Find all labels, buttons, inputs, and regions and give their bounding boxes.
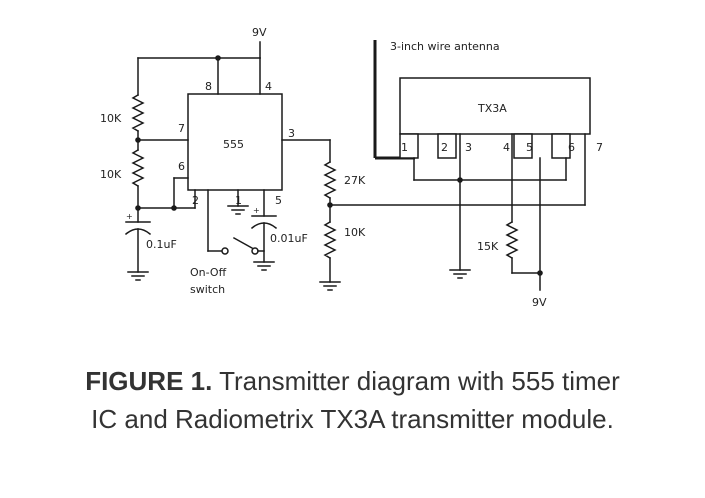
resistor-r4-label: 10K: [344, 226, 366, 239]
switch-label-line2: switch: [190, 283, 225, 296]
tx3a-pin-6: 6: [568, 141, 575, 154]
ic-pin-6: 6: [178, 160, 185, 173]
ic-555-body: [187, 93, 283, 191]
junction-dot: [537, 270, 543, 276]
tx3a-module-body: [399, 77, 591, 135]
tx3a-pin-1-tab: [399, 133, 419, 159]
caption-text-1: Transmitter diagram with 555 timer: [212, 366, 620, 396]
ground-symbol: [127, 271, 149, 281]
ic-555-label: 555: [223, 138, 244, 151]
resistor-r5-label: 15K: [477, 240, 499, 253]
resistor-r5: [505, 220, 519, 260]
switch-contact-left: [221, 247, 229, 255]
tx3a-pin-6-tab: [551, 133, 571, 159]
tx3a-pin-3: 3: [465, 141, 472, 154]
switch-label-line1: On-Off: [190, 266, 227, 279]
switch-contact-right: [251, 247, 259, 255]
ground-symbol: [319, 281, 341, 291]
ic-pin-8: 8: [205, 80, 212, 93]
capacitor-c2-plus: +: [253, 206, 260, 215]
ic-pin-4: 4: [265, 80, 272, 93]
resistor-r4: [323, 220, 337, 260]
tx3a-module-label: TX3A: [477, 102, 507, 115]
capacitor-c2-label: 0.01uF: [270, 232, 308, 245]
ground-symbol: [253, 261, 275, 271]
resistor-r1-label: 10K: [100, 112, 122, 125]
antenna-label: 3-inch wire antenna: [390, 40, 500, 53]
caption-line-2: IC and Radiometrix TX3A transmitter modu…: [91, 404, 614, 434]
supply-9v-top-label: 9V: [252, 26, 267, 39]
supply-9v-bottom-label: 9V: [532, 296, 547, 309]
tx3a-pin-2: 2: [441, 141, 448, 154]
ic-pin-5: 5: [275, 194, 282, 207]
circuit-schematic: 555 8 4 7 3 6 2 1 5 9V 10K 10K + 0.1uF: [100, 26, 603, 309]
ic-pin-3: 3: [288, 127, 295, 140]
junction-dot: [457, 177, 463, 183]
tx3a-pin-5: 5: [526, 141, 533, 154]
resistor-r1: [131, 93, 145, 133]
resistor-r2: [131, 148, 145, 188]
figure-caption: FIGURE 1. Transmitter diagram with 555 t…: [0, 362, 705, 438]
ground-symbol: [449, 269, 471, 279]
resistor-r2-label: 10K: [100, 168, 122, 181]
tx3a-pin-4: 4: [503, 141, 510, 154]
ic-pin-7: 7: [178, 122, 185, 135]
tx3a-pin-2-tab: [437, 133, 457, 159]
caption-line-1: FIGURE 1. Transmitter diagram with 555 t…: [0, 362, 705, 400]
resistor-r3-label: 27K: [344, 174, 366, 187]
ground-symbol: [227, 205, 249, 215]
caption-label: FIGURE 1.: [85, 366, 213, 396]
tx3a-pin-7: 7: [596, 141, 603, 154]
tx3a-pin-1: 1: [401, 141, 408, 154]
tx3a-pin-5-tab: [513, 133, 533, 159]
capacitor-c1-label: 0.1uF: [146, 238, 177, 251]
resistor-r3: [323, 160, 337, 200]
junction-dot: [135, 205, 141, 211]
switch-blade: [232, 236, 254, 250]
capacitor-c1-plus: +: [126, 212, 133, 221]
